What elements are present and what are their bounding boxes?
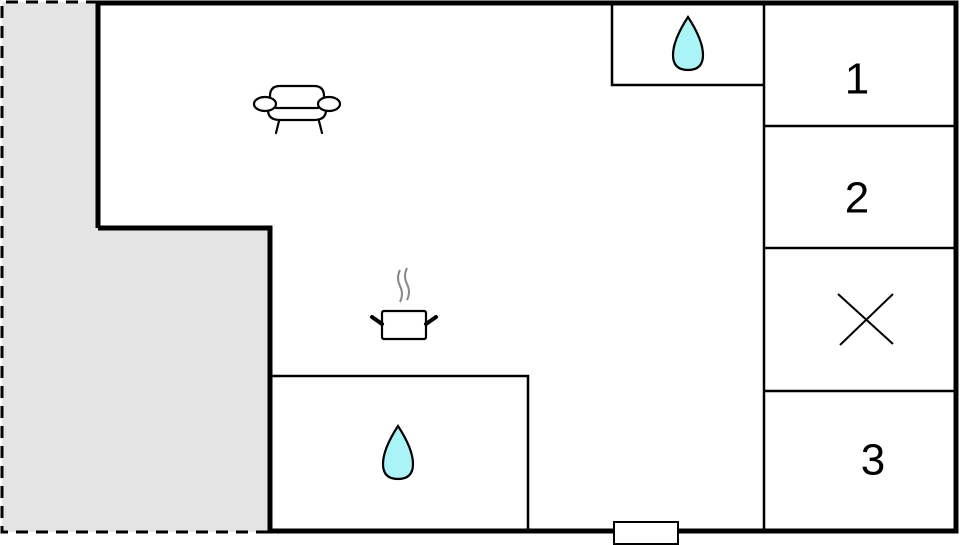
x-mark-icon (837, 293, 894, 346)
window (613, 521, 679, 545)
interior-walls (270, 3, 956, 531)
water-drop-icon (671, 14, 705, 72)
cooking-pot-icon (370, 267, 438, 341)
water-drop-icon (381, 423, 415, 481)
sofa-icon (252, 84, 342, 135)
interior-floor (98, 3, 956, 531)
bedroom-3-label: 3 (861, 436, 885, 485)
outer-wall (95, 0, 959, 534)
terrace-area (0, 0, 270, 534)
bedroom-1-label: 1 (845, 55, 869, 104)
bedroom-2-label: 2 (845, 174, 869, 223)
